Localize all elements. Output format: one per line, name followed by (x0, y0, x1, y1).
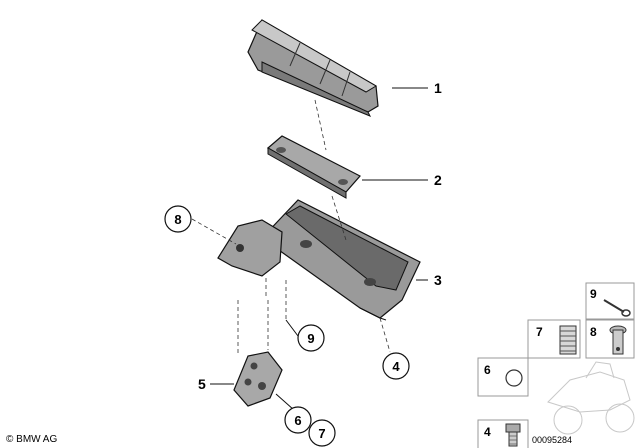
callout-7-circle (308, 419, 336, 447)
spring-icon (559, 325, 577, 355)
callout-9-circle (297, 324, 325, 352)
bolt-icon (505, 423, 521, 447)
inset-label-4: 4 (484, 425, 491, 439)
callout-4: 4 (392, 359, 400, 374)
assembly-lines (191, 99, 391, 354)
ball-icon (505, 369, 523, 387)
callout-2: 2 (434, 172, 442, 188)
drawing-number: 00095284 (532, 435, 573, 445)
callout-6: 6 (294, 413, 301, 428)
part-footrest-rubber[interactable] (247, 19, 379, 117)
inset-box-9 (585, 282, 635, 320)
leader-lines (210, 87, 428, 411)
part-base-plate[interactable] (266, 135, 361, 199)
part-small-plate[interactable] (233, 351, 283, 407)
callout-1: 1 (434, 80, 442, 96)
part-footrest-bracket[interactable] (217, 199, 421, 321)
inset-box-8 (585, 319, 635, 359)
callout-5: 5 (198, 376, 206, 392)
cotter-pin-icon (603, 299, 631, 317)
motorcycle-silhouette (547, 361, 635, 435)
inset-label-9: 9 (590, 287, 597, 301)
callout-3: 3 (434, 272, 442, 288)
copyright-label: © BMW AG (6, 434, 58, 445)
callout-4-circle (382, 352, 410, 380)
inset-label-6: 6 (484, 363, 491, 377)
callout-9: 9 (307, 331, 314, 346)
callout-8-circle (164, 205, 192, 233)
callout-6-circle (284, 406, 312, 434)
pin-bolt-icon (609, 325, 627, 355)
callout-8: 8 (174, 212, 181, 227)
callout-7: 7 (318, 426, 325, 441)
inset-box-4 (477, 419, 529, 448)
inset-legend: 9 7 8 6 4 (477, 282, 635, 448)
callouts: 1 2 3 8 9 4 5 6 7 (164, 80, 442, 447)
inset-label-7: 7 (536, 325, 543, 339)
inset-label-8: 8 (590, 325, 597, 339)
